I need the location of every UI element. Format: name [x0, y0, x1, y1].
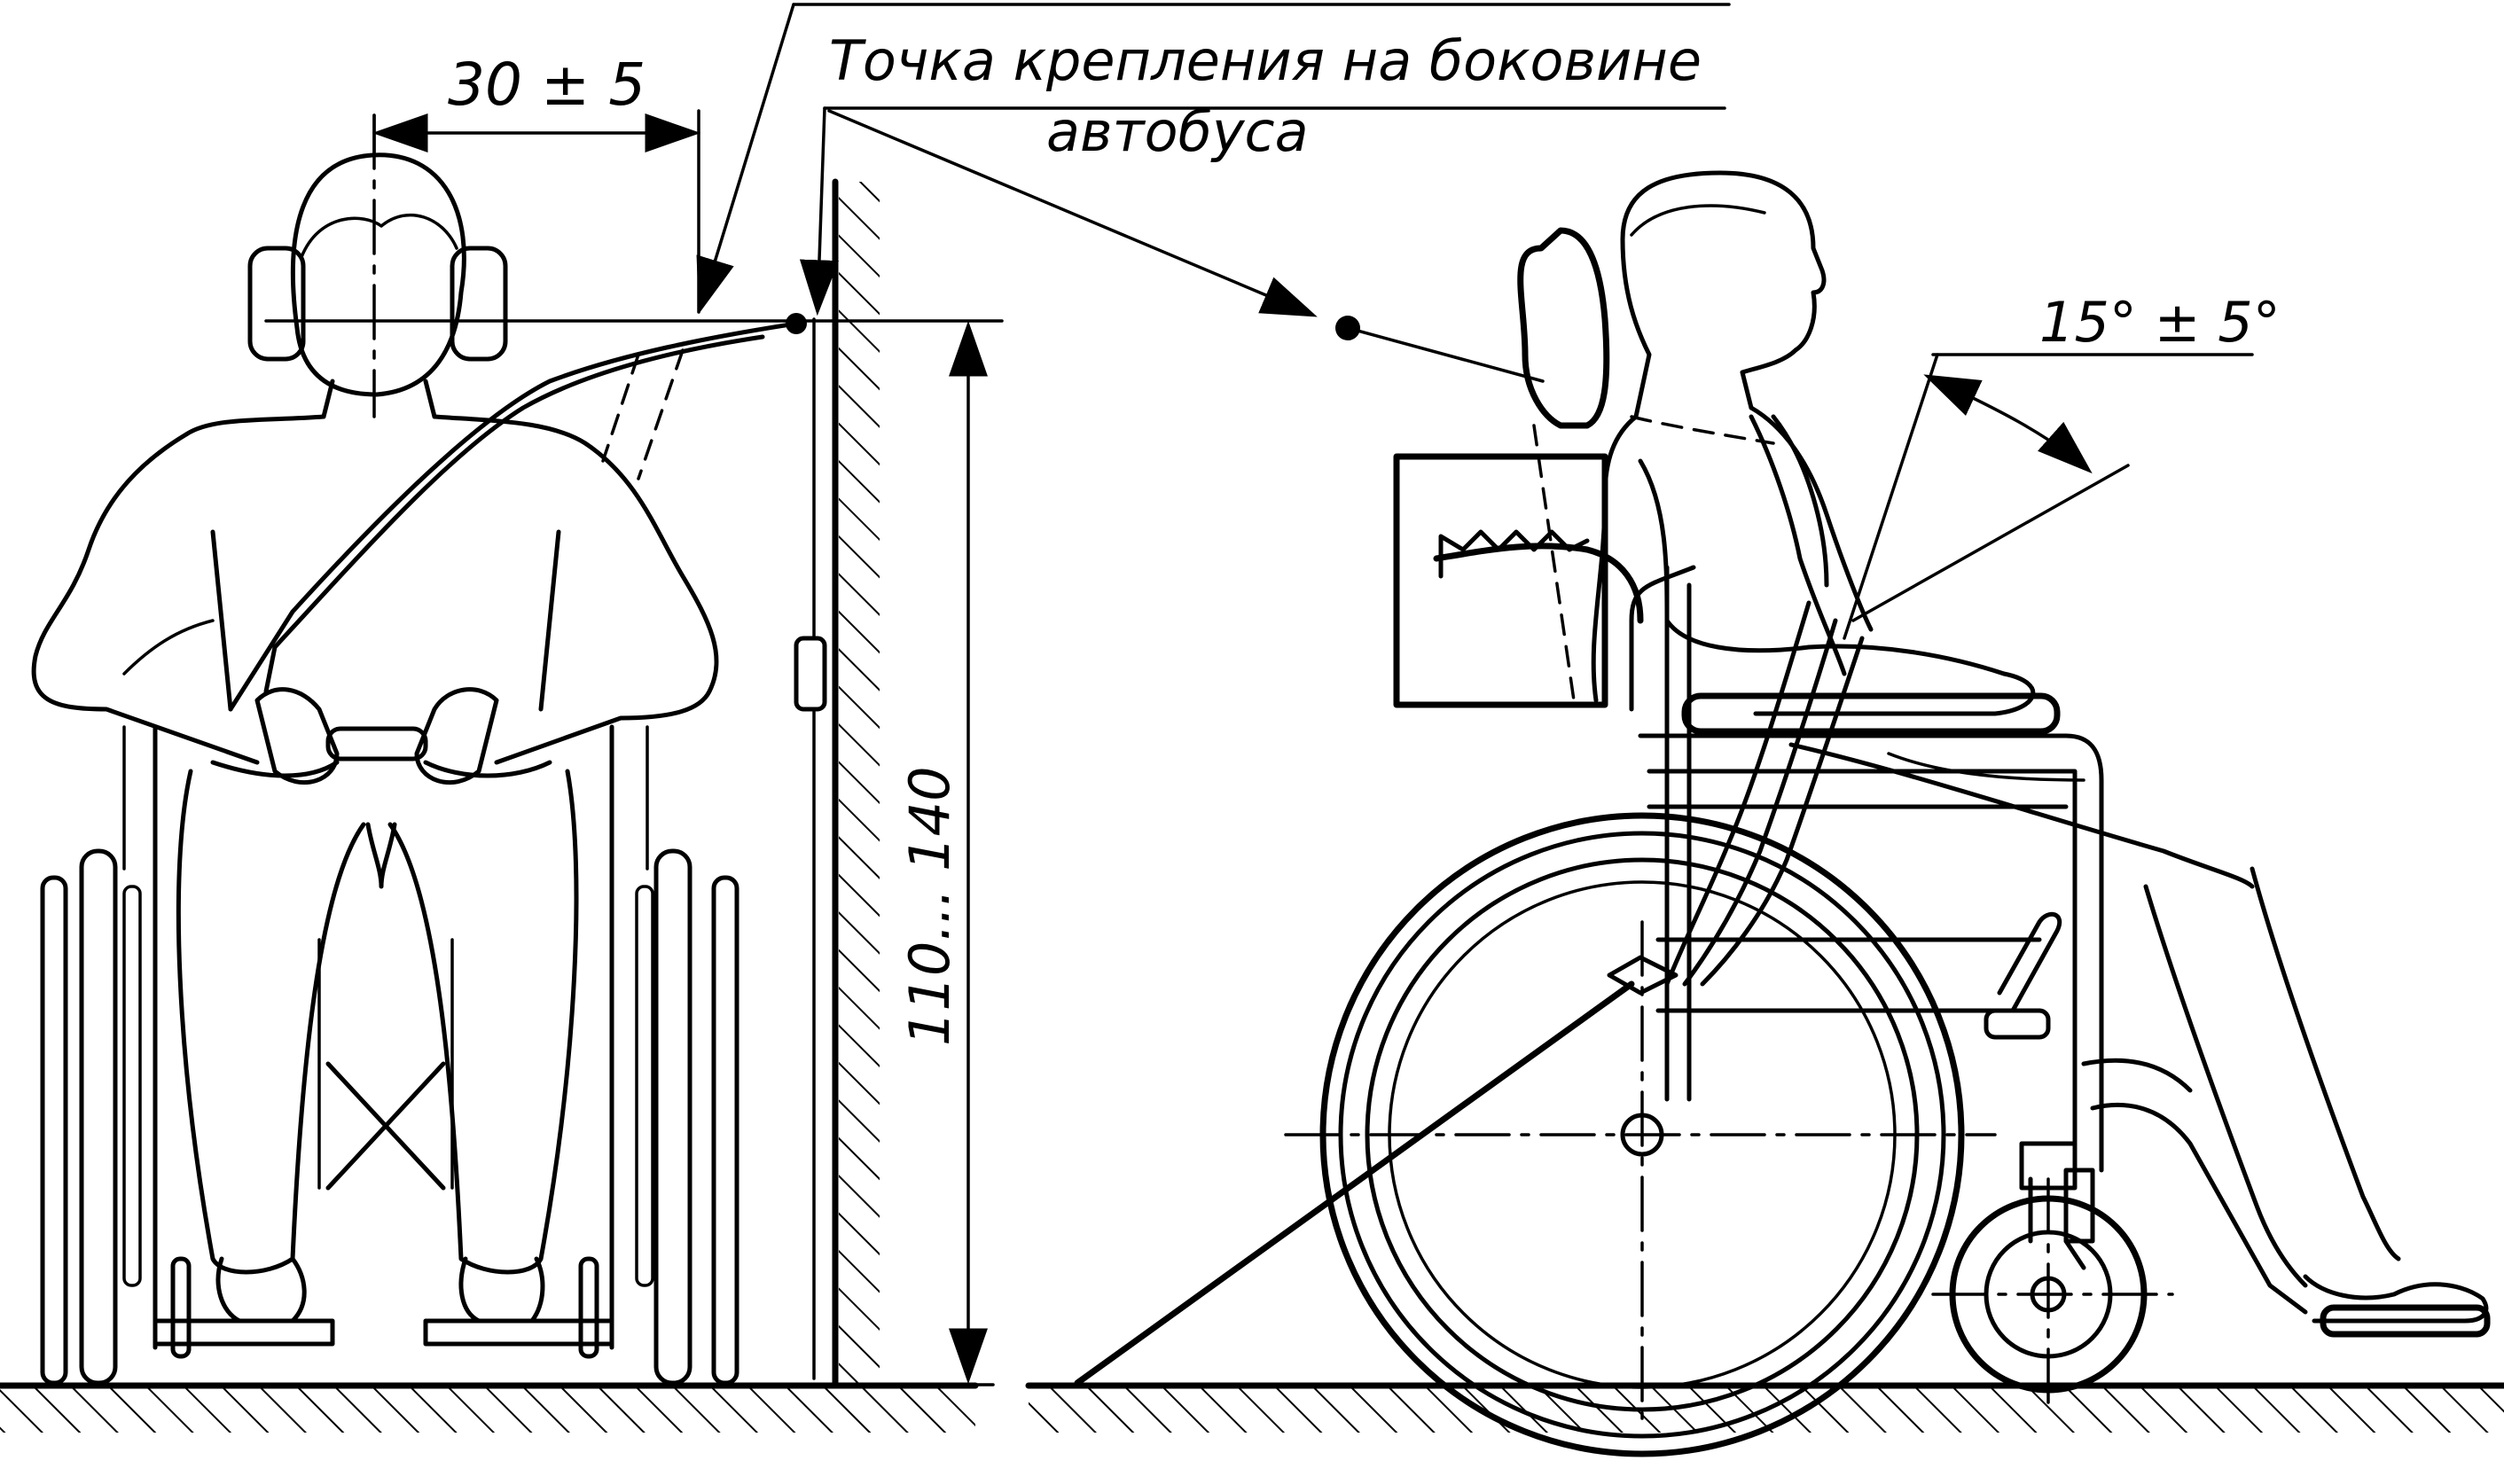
person-side-view	[1591, 170, 2489, 1324]
anchor-label-leaders	[696, 3, 1731, 317]
offset-dimension-label: 30 ± 5	[448, 51, 646, 119]
angle-dimension-label: 15° ± 5°	[2039, 290, 2281, 355]
bus-side-wall	[794, 178, 880, 1386]
wheelchair-side-view	[1284, 227, 2491, 1457]
anchor-label-line2: автобуса	[1046, 99, 1309, 164]
offset-dimension	[372, 109, 701, 314]
anchor-label-line1: Точка крепления на боковине	[829, 28, 1702, 93]
person-front-view	[31, 152, 799, 1324]
ground-front	[0, 1382, 979, 1433]
height-dimension	[947, 320, 995, 1386]
floor-anchor-strap	[1074, 980, 1635, 1386]
angle-dimension	[1843, 353, 2254, 640]
height-dimension-label: 110... 140	[897, 766, 962, 1046]
wheelchair-front-view	[40, 724, 739, 1386]
